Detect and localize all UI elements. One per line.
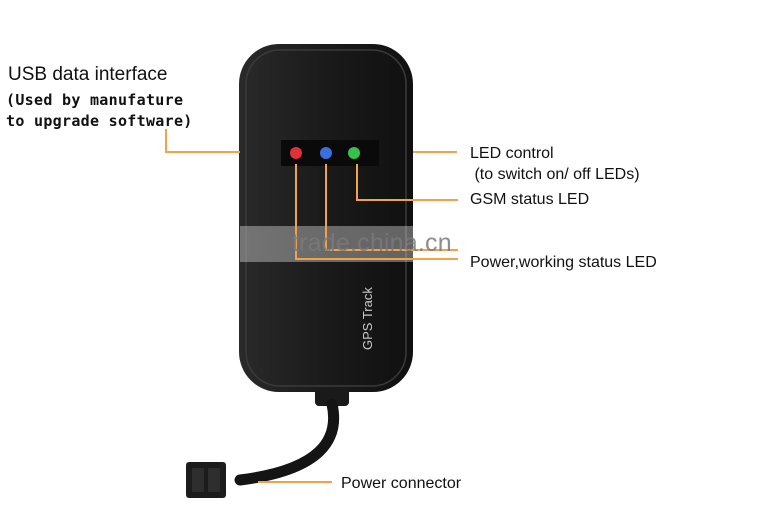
led-blue-icon [320, 147, 332, 159]
usb-note-line1: (Used by manufature [6, 91, 184, 109]
led-control-title: LED control [470, 145, 554, 162]
gps-tracker-highlight [245, 49, 407, 387]
power-connector-clip [192, 468, 204, 492]
led-control-note: (to switch on/ off LEDs) [470, 166, 640, 183]
usb-interface-note: (Used by manufature to upgrade software) [6, 90, 193, 132]
power-led-label: Power,working status LED [470, 254, 657, 271]
led-red-icon [290, 147, 302, 159]
usb-interface-title: USB data interface [8, 64, 168, 85]
gsm-led-label: GSM status LED [470, 191, 590, 208]
power-connector-label: Power connector [341, 475, 462, 492]
gsm-leader-line [356, 164, 458, 201]
usb-leader-line [165, 129, 240, 153]
power-led-leader-line-blue [325, 164, 458, 251]
watermark-text: trade.china.cn [292, 229, 452, 257]
power-led-leader-line-red [295, 164, 458, 260]
usb-note-line2: to upgrade software) [6, 112, 193, 130]
led-control-label: LED control (to switch on/ off LEDs) [470, 143, 640, 185]
power-cable [234, 398, 340, 486]
power-connector-clip [208, 468, 220, 492]
cable-strain-relief [315, 388, 349, 406]
led-green-icon [348, 147, 360, 159]
device-label: GPS Track [360, 287, 375, 350]
